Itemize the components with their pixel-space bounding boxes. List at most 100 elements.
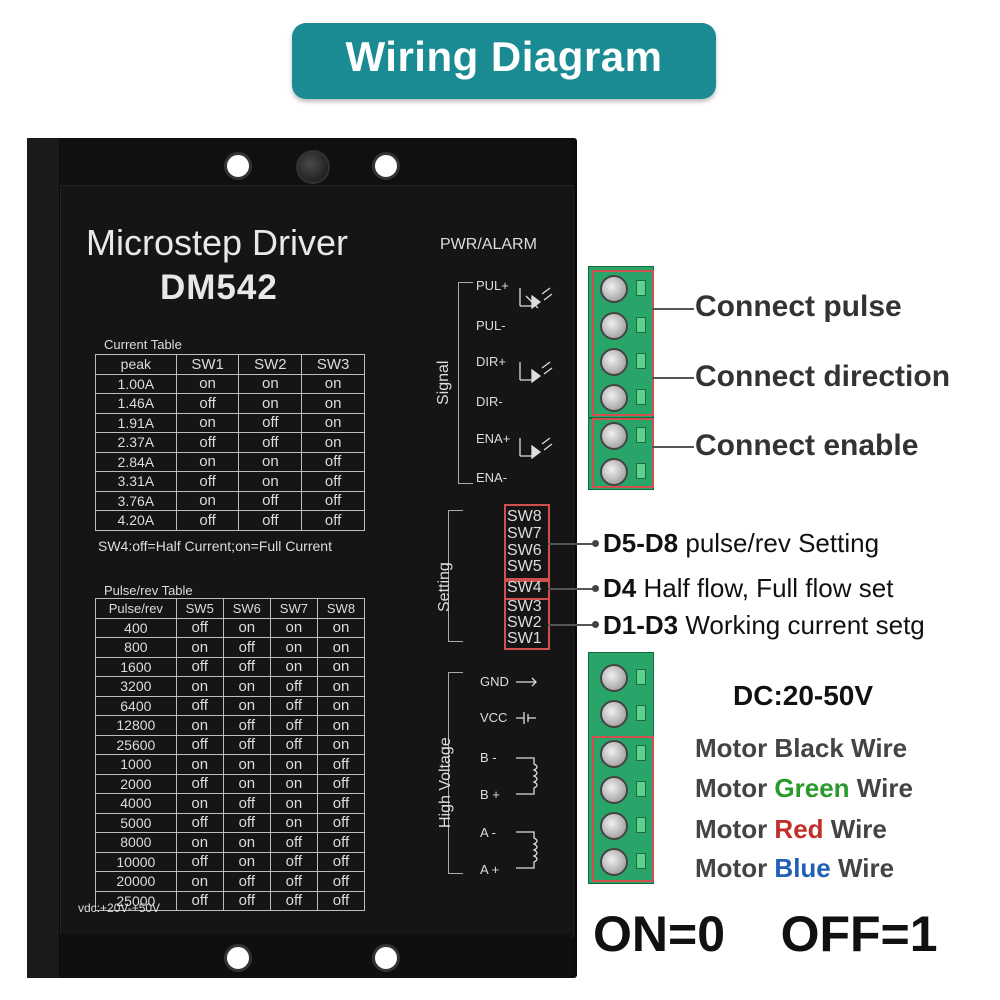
table-cell: 1600 (95, 656, 177, 677)
table-cell: on (301, 373, 365, 394)
table-header-cell: SW1 (175, 354, 240, 375)
switch-sw1: SW1 (507, 630, 542, 647)
table-cell: on (316, 695, 366, 716)
table-cell: on (269, 793, 318, 814)
table-cell: on (175, 451, 240, 472)
table-cell: 800 (95, 637, 177, 658)
table-header-cell: SW2 (238, 354, 303, 375)
on-off-legend: ON=0 OFF=1 (593, 906, 938, 962)
terminal-tab (636, 853, 646, 869)
table-cell: off (301, 471, 365, 492)
d1-d3-text: Working current setg (678, 610, 925, 640)
current-table-caption: Current Table (104, 337, 182, 352)
table-cell: 20000 (95, 871, 177, 892)
table-cell: off (175, 812, 224, 833)
switch-sw7: SW7 (507, 525, 542, 542)
pin-ena-minus: ENA- (476, 470, 508, 485)
switch-sw3: SW3 (507, 598, 542, 615)
table-cell: on (175, 754, 224, 775)
terminal-screw-icon[interactable] (600, 700, 628, 728)
terminal-screw-icon[interactable] (600, 275, 628, 303)
table-cell: on (301, 393, 365, 414)
table-cell: off (269, 851, 318, 872)
table-cell: off (222, 890, 271, 911)
pin-gnd: GND (480, 674, 509, 689)
power-terminal-block (588, 652, 654, 884)
terminal-screw-icon[interactable] (600, 740, 628, 768)
terminal-screw-icon[interactable] (600, 664, 628, 692)
table-cell: on (269, 773, 318, 794)
leader-line (548, 624, 596, 626)
pulse-dir-highlight (592, 270, 654, 416)
table-header-row: Pulse/rev SW5 SW6 SW7 SW8 (95, 598, 366, 619)
table-cell: on (175, 832, 224, 853)
d5-d8-label: D5-D8 pulse/rev Setting (603, 528, 879, 559)
terminal-screw-icon[interactable] (600, 776, 628, 804)
table-cell: on (316, 734, 366, 755)
table-cell: 25600 (95, 734, 177, 755)
table-cell: off (238, 490, 303, 511)
d4-label: D4 Half flow, Full flow set (603, 573, 893, 604)
terminal-screw-icon[interactable] (600, 812, 628, 840)
table-cell: off (238, 412, 303, 433)
table-cell: 1.00A (95, 373, 177, 394)
table-header-cell: SW8 (316, 598, 366, 619)
leader-line (548, 588, 596, 590)
driver-bottom-cap (60, 934, 572, 978)
table-cell: on (175, 373, 240, 394)
table-cell: on (222, 695, 271, 716)
table-cell: on (222, 617, 271, 638)
table-cell: on (222, 851, 271, 872)
terminal-screw-icon[interactable] (600, 848, 628, 876)
red-word: Red (774, 814, 824, 844)
device-model: DM542 (160, 268, 278, 307)
table-cell: off (222, 793, 271, 814)
setting-bracket (448, 510, 463, 642)
table-cell: on (316, 656, 366, 677)
screw-icon (296, 150, 330, 184)
table-cell: off (175, 734, 224, 755)
terminal-tab (636, 317, 646, 333)
table-cell: off (316, 793, 366, 814)
terminal-tab (636, 781, 646, 797)
terminal-screw-icon[interactable] (600, 312, 628, 340)
wire-suffix: Wire (823, 814, 887, 844)
table-cell: 1.46A (95, 393, 177, 414)
table-cell: 8000 (95, 832, 177, 853)
switch-sw8: SW8 (507, 508, 542, 525)
table-cell: 25000 (95, 890, 177, 911)
table-cell: off (269, 734, 318, 755)
table-cell: off (238, 432, 303, 453)
terminal-screw-icon[interactable] (600, 348, 628, 376)
pin-ena-plus: ENA+ (476, 431, 511, 446)
table-cell: 4.20A (95, 510, 177, 531)
terminal-screw-icon[interactable] (600, 384, 628, 412)
terminal-tab (636, 817, 646, 833)
table-cell: off (175, 695, 224, 716)
terminal-screw-icon[interactable] (600, 458, 628, 486)
motor-prefix: Motor (695, 814, 775, 844)
d4-key: D4 (603, 573, 637, 603)
motor-blue-wire-label: Motor Blue Wire (695, 853, 894, 884)
leader-dot (592, 585, 599, 592)
table-cell: off (316, 890, 366, 911)
table-header-cell: SW5 (175, 598, 224, 619)
title-banner (292, 23, 716, 99)
motor-prefix: Motor (695, 773, 775, 803)
pin-dir-minus: DIR- (476, 394, 503, 409)
terminal-screw-icon[interactable] (600, 422, 628, 450)
device-title: Microstep Driver (86, 222, 349, 263)
table-cell: off (269, 695, 318, 716)
terminal-tab (636, 280, 646, 296)
connect-pulse-label: Connect pulse (695, 290, 902, 323)
table-cell: on (175, 871, 224, 892)
